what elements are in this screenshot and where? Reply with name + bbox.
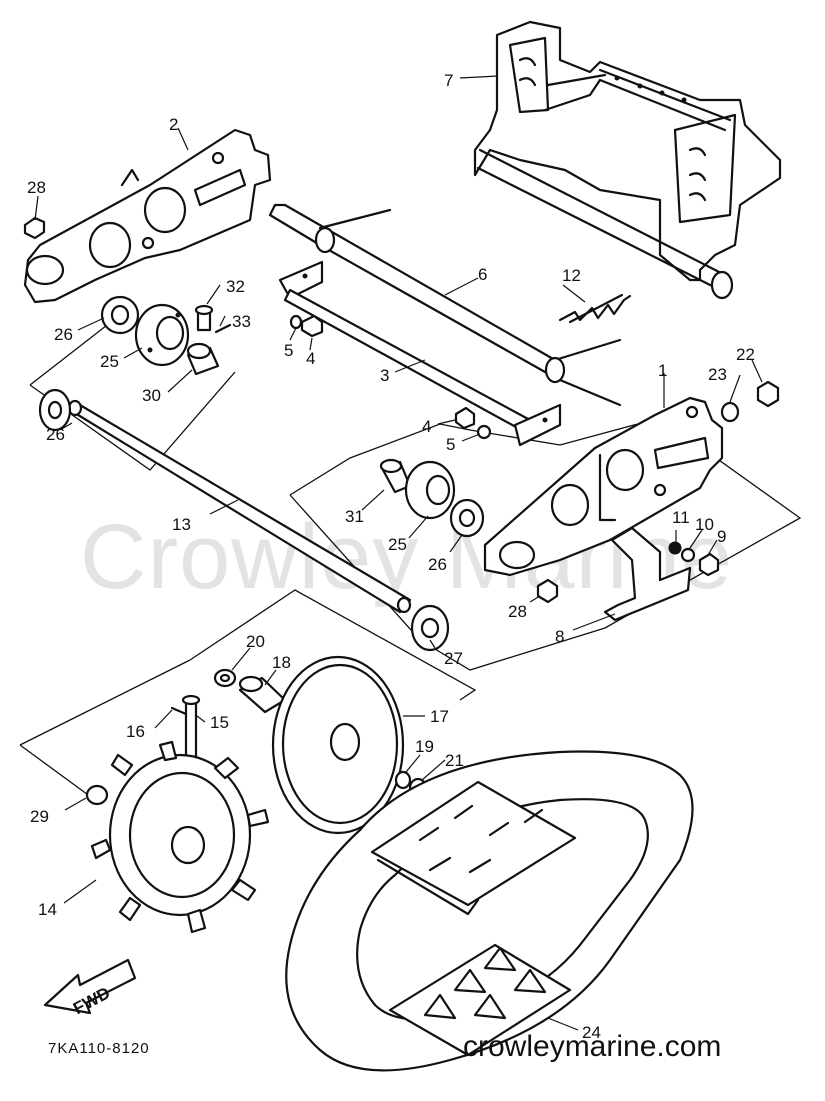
callout-30: 30	[142, 386, 161, 405]
callout-23: 23	[708, 365, 727, 384]
callout-3: 3	[380, 366, 389, 385]
callout-6: 6	[478, 265, 487, 284]
part-30-bushing	[186, 342, 220, 376]
part-28-bolt-upper	[23, 216, 46, 240]
fwd-arrow: FWD	[43, 958, 137, 1018]
part-26-bearing-mid	[449, 498, 485, 538]
part-18-spacer	[238, 675, 287, 714]
part-5-washer-lower	[476, 424, 492, 440]
callouts: 2 7 28 32 33 26 25 30 6 12 5 4 3 1 23 22…	[27, 71, 755, 1042]
site-footer-link[interactable]: crowleymarine.com	[463, 1030, 722, 1063]
callout-1: 1	[658, 361, 667, 380]
part-14-sprocket	[90, 740, 270, 934]
callout-29: 29	[30, 807, 49, 826]
callout-12: 12	[562, 266, 581, 285]
callout-14: 14	[38, 900, 57, 919]
part-20-washer	[213, 668, 237, 688]
callout-20: 20	[246, 632, 265, 651]
part-23-washer	[720, 401, 740, 423]
part-26-bearing-upper	[100, 295, 140, 335]
callout-31: 31	[345, 507, 364, 526]
callout-5-lower: 5	[446, 435, 455, 454]
callout-25-lower: 25	[388, 535, 407, 554]
part-4-bolt-upper	[300, 314, 324, 338]
part-4-bolt-lower	[454, 406, 476, 430]
callout-11: 11	[672, 508, 690, 527]
part-8-adjuster-bracket	[603, 526, 692, 622]
part-12-spring	[558, 293, 632, 324]
callout-18: 18	[272, 653, 291, 672]
part-13-axle	[67, 399, 412, 614]
callout-4-lower: 4	[422, 417, 431, 436]
part-19-washer	[394, 770, 412, 790]
part-16-screw	[170, 706, 188, 716]
part-22-nut	[756, 380, 780, 408]
callout-10: 10	[695, 515, 714, 534]
callout-28-upper: 28	[27, 178, 46, 197]
callout-21: 21	[445, 751, 464, 770]
part-25-flange-lower	[404, 460, 456, 520]
callout-33: 33	[232, 312, 251, 331]
callout-16: 16	[126, 722, 145, 741]
part-32-pin	[194, 304, 214, 332]
part-28-bolt-lower	[536, 578, 559, 604]
callout-15: 15	[210, 713, 229, 732]
callout-9: 9	[717, 527, 726, 546]
callout-25-upper: 25	[100, 352, 119, 371]
part-11-nut	[668, 541, 682, 555]
part-7-rail-bracket	[473, 20, 782, 300]
callout-2: 2	[169, 115, 178, 134]
callout-24: 24	[582, 1023, 601, 1042]
callout-26-left: 26	[46, 425, 65, 444]
callout-17: 17	[430, 707, 449, 726]
drawing-code: 7KA110-8120	[48, 1040, 150, 1057]
part-24-track	[285, 750, 694, 1072]
part-27-bearing	[410, 604, 450, 652]
part-26-bearing-left	[38, 388, 72, 432]
part-29-spacer	[85, 784, 109, 806]
callout-26-upper: 26	[54, 325, 73, 344]
callout-4-upper: 4	[306, 349, 315, 368]
callout-28-lower: 28	[508, 602, 527, 621]
callout-13: 13	[172, 515, 191, 534]
part-17-wheel	[271, 655, 405, 835]
part-10-washer	[680, 547, 696, 563]
part-31-bushing	[379, 458, 412, 494]
leader-lines	[34, 75, 763, 1031]
part-6-upper-shaft	[268, 203, 622, 407]
part-5-washer-upper	[289, 314, 303, 330]
callout-5-upper: 5	[284, 341, 293, 360]
part-33-screw	[214, 323, 232, 334]
callout-32: 32	[226, 277, 245, 296]
callout-7: 7	[444, 71, 453, 90]
part-9-bolt	[698, 552, 720, 577]
part-2-left-frame	[23, 128, 272, 304]
part-1-right-frame	[483, 396, 724, 577]
part-25-flange-upper	[134, 303, 190, 367]
callout-26-mid: 26	[428, 555, 447, 574]
callout-8: 8	[555, 627, 564, 646]
callout-22: 22	[736, 345, 755, 364]
callout-19: 19	[415, 737, 434, 756]
part-3-mid-shaft	[278, 260, 562, 447]
callout-27: 27	[444, 649, 463, 668]
